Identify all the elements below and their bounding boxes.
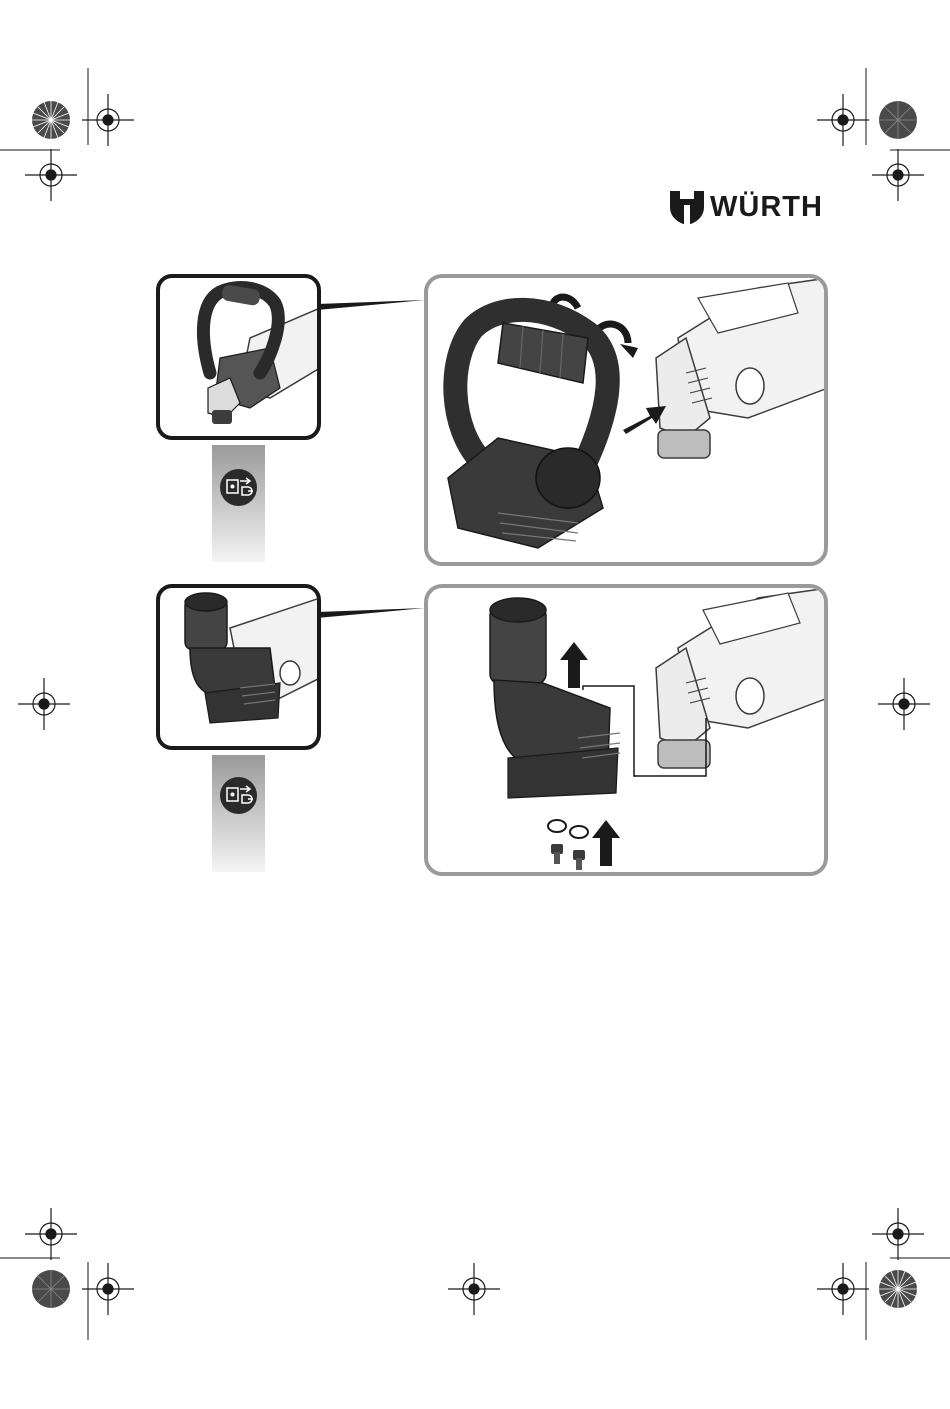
- brand-logo: WÜRTH: [668, 187, 828, 227]
- brand-name: WÜRTH: [710, 190, 823, 224]
- step2-detail-panel: [424, 584, 828, 876]
- wurth-emblem-icon: [668, 187, 706, 227]
- leader-pointer: [317, 290, 427, 320]
- dust-adapter-thumbnail-illustration: [160, 588, 317, 746]
- handle-attach-illustration: [428, 278, 824, 562]
- crosshair-mark: [817, 1263, 869, 1315]
- crosshair-mark: [82, 1263, 134, 1315]
- crosshair-mark: [18, 678, 70, 730]
- crosshair-mark: [82, 94, 134, 146]
- handle-thumbnail-illustration: [160, 278, 317, 436]
- crosshair-mark: [872, 149, 924, 201]
- starburst-mark: [879, 101, 917, 139]
- leader-pointer: [317, 598, 427, 628]
- starburst-mark: [32, 1270, 70, 1308]
- crosshair-mark: [25, 1208, 77, 1260]
- starburst-mark: [32, 101, 70, 139]
- unplug-icon: [220, 469, 257, 506]
- crosshair-mark: [878, 678, 930, 730]
- step1-detail-panel: [424, 274, 828, 566]
- crosshair-mark: [872, 1208, 924, 1260]
- crosshair-mark: [25, 149, 77, 201]
- dust-adapter-attach-illustration: [428, 588, 824, 872]
- unplug-strip: [212, 445, 265, 562]
- step1-thumbnail: [156, 274, 321, 440]
- unplug-strip: [212, 755, 265, 872]
- crosshair-mark: [448, 1263, 500, 1315]
- starburst-mark: [879, 1270, 917, 1308]
- step2-thumbnail: [156, 584, 321, 750]
- crosshair-mark: [817, 94, 869, 146]
- unplug-icon: [220, 777, 257, 814]
